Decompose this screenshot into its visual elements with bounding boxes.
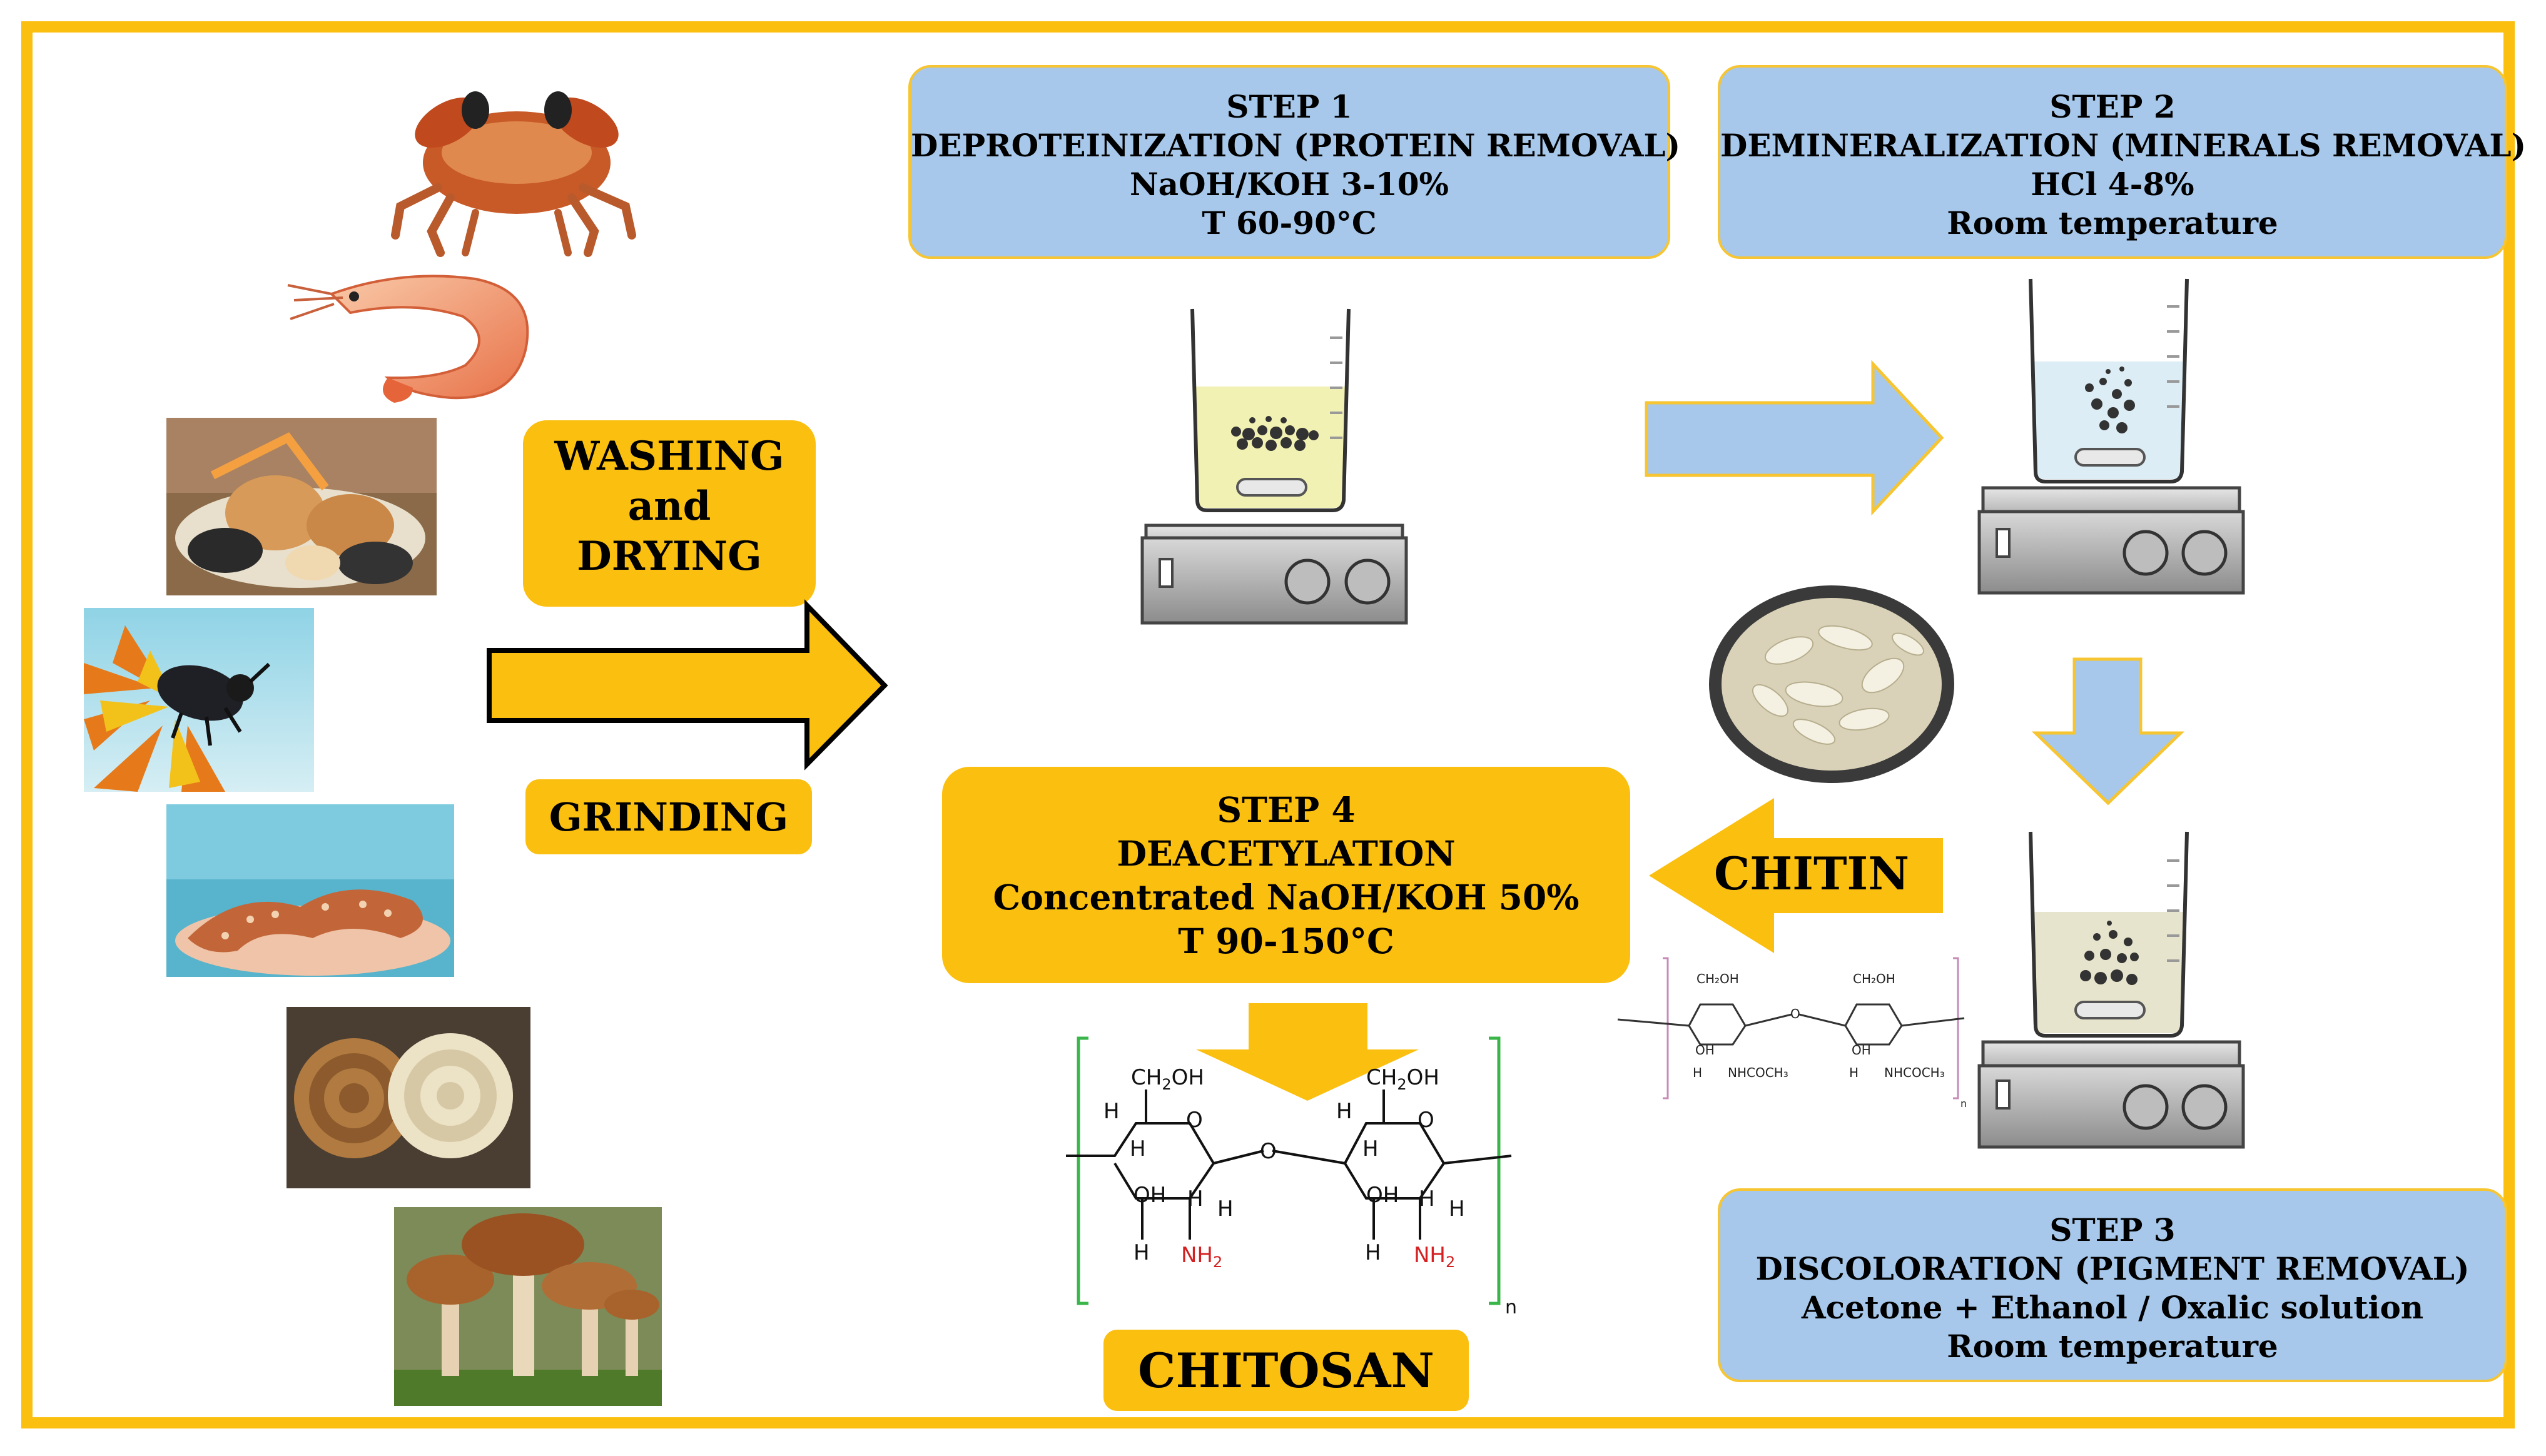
- step2-box: STEP 2 DEMINERALIZATION (MINERALS REMOVA…: [1718, 65, 2527, 259]
- svg-text:OH: OH: [1852, 1043, 1871, 1058]
- beaker-step2: [1977, 278, 2245, 595]
- svg-text:H: H: [1134, 1240, 1150, 1265]
- drying-label: DRYING: [577, 533, 762, 580]
- shellfish-image: [166, 418, 437, 595]
- svg-text:OH: OH: [1366, 1183, 1399, 1208]
- washing-drying-box: WASHING and DRYING: [523, 420, 816, 607]
- step2-line2: HCl 4-8%: [2031, 166, 2194, 203]
- washing-label: WASHING: [554, 433, 784, 480]
- svg-text:O: O: [1260, 1139, 1277, 1164]
- chitosan-label: CHITOSAN: [1138, 1342, 1434, 1398]
- svg-text:H: H: [1187, 1186, 1204, 1211]
- svg-text:OH: OH: [1695, 1043, 1715, 1058]
- arrow-step2-to-step3: [2031, 657, 2185, 806]
- svg-text:CH₂OH: CH₂OH: [1696, 971, 1739, 986]
- svg-text:NH2: NH2: [1414, 1243, 1455, 1271]
- chitosan-bracket-left: [1077, 1036, 1088, 1305]
- svg-text:O: O: [1418, 1108, 1434, 1133]
- beetle-image: [84, 608, 314, 792]
- step3-line1: DISCOLORATION (PIGMENT REMOVAL): [1755, 1250, 2470, 1287]
- svg-text:H: H: [1362, 1136, 1379, 1161]
- chitin-structure: n CH₂OH CH₂OH O OH OH H H NHCOCH₃ NHCOCH…: [1617, 957, 1967, 1110]
- step3-line2: Acetone + Ethanol / Oxalic solution: [1801, 1289, 2424, 1326]
- step4-line1: DEACETYLATION: [1117, 833, 1456, 874]
- shrimp-image: [287, 275, 529, 403]
- svg-text:H: H: [1419, 1186, 1435, 1211]
- arrow-to-chitosan: [1196, 1003, 1419, 1101]
- svg-text:n: n: [1960, 1098, 1967, 1110]
- svg-text:NH2: NH2: [1181, 1243, 1222, 1271]
- chitin-flakes-dish: [1709, 585, 1954, 783]
- arrow-step1-to-step2: [1645, 360, 1944, 516]
- svg-text:H: H: [1103, 1099, 1120, 1124]
- and-label: and: [627, 483, 711, 530]
- grinding-label: GRINDING: [549, 794, 789, 840]
- step2-title: STEP 2: [2049, 88, 2176, 125]
- chitosan-bracket-right: [1489, 1036, 1501, 1305]
- svg-text:H: H: [1365, 1240, 1381, 1265]
- step3-title: STEP 3: [2049, 1211, 2176, 1248]
- step1-line1: DEPROTEINIZATION (PROTEIN REMOVAL): [911, 127, 1681, 164]
- step1-line2: NaOH/KOH 3-10%: [1129, 166, 1449, 203]
- step4-title: STEP 4: [1217, 789, 1356, 830]
- svg-text:O: O: [1186, 1108, 1203, 1133]
- ammonite-image: [287, 1007, 530, 1188]
- grinding-box: GRINDING: [525, 779, 812, 854]
- outer-frame: [21, 21, 2515, 1428]
- svg-text:CH₂OH: CH₂OH: [1853, 971, 1895, 986]
- svg-text:NHCOCH₃: NHCOCH₃: [1728, 1065, 1788, 1080]
- svg-text:O: O: [1790, 1006, 1800, 1021]
- svg-text:H: H: [1449, 1196, 1465, 1221]
- crab-image: [391, 91, 636, 257]
- step1-title: STEP 1: [1226, 88, 1352, 125]
- svg-text:H: H: [1336, 1099, 1352, 1124]
- mushrooms-image: [394, 1207, 662, 1406]
- svg-text:H: H: [1693, 1065, 1702, 1080]
- svg-text:OH: OH: [1134, 1183, 1166, 1208]
- beaker-step3: [1977, 831, 2245, 1149]
- chitosan-structure: n CH2OH O H H OH H H H NH2 O CH2OH O H H…: [1066, 1036, 1517, 1318]
- svg-text:H: H: [1217, 1196, 1234, 1221]
- step3-line3: Room temperature: [1947, 1328, 2278, 1365]
- step2-line3: Room temperature: [1947, 205, 2278, 241]
- chitin-label: CHITIN: [1714, 847, 1909, 900]
- step4-box: STEP 4 DEACETYLATION Concentrated NaOH/K…: [942, 767, 1630, 983]
- octopus-image: [166, 804, 454, 977]
- process-arrow-right: [487, 599, 888, 771]
- svg-text:H: H: [1130, 1136, 1146, 1161]
- svg-text:H: H: [1849, 1065, 1859, 1080]
- step3-box: STEP 3 DISCOLORATION (PIGMENT REMOVAL) A…: [1718, 1188, 2507, 1382]
- step1-box: STEP 1 DEPROTEINIZATION (PROTEIN REMOVAL…: [908, 65, 1681, 259]
- svg-text:CH2OH: CH2OH: [1366, 1065, 1439, 1093]
- step2-line1: DEMINERALIZATION (MINERALS REMOVAL): [1720, 127, 2527, 164]
- svg-text:CH2OH: CH2OH: [1131, 1065, 1204, 1093]
- chitosan-n: n: [1505, 1297, 1517, 1318]
- step4-line3: T 90-150°C: [1178, 921, 1394, 961]
- chitosan-box: CHITOSAN: [1103, 1330, 1469, 1411]
- svg-text:NHCOCH₃: NHCOCH₃: [1884, 1065, 1945, 1080]
- chitin-arrow: [1649, 798, 1943, 953]
- step4-line2: Concentrated NaOH/KOH 50%: [993, 877, 1580, 918]
- beaker-step1: [1140, 308, 1408, 625]
- step1-line3: T 60-90°C: [1202, 205, 1377, 241]
